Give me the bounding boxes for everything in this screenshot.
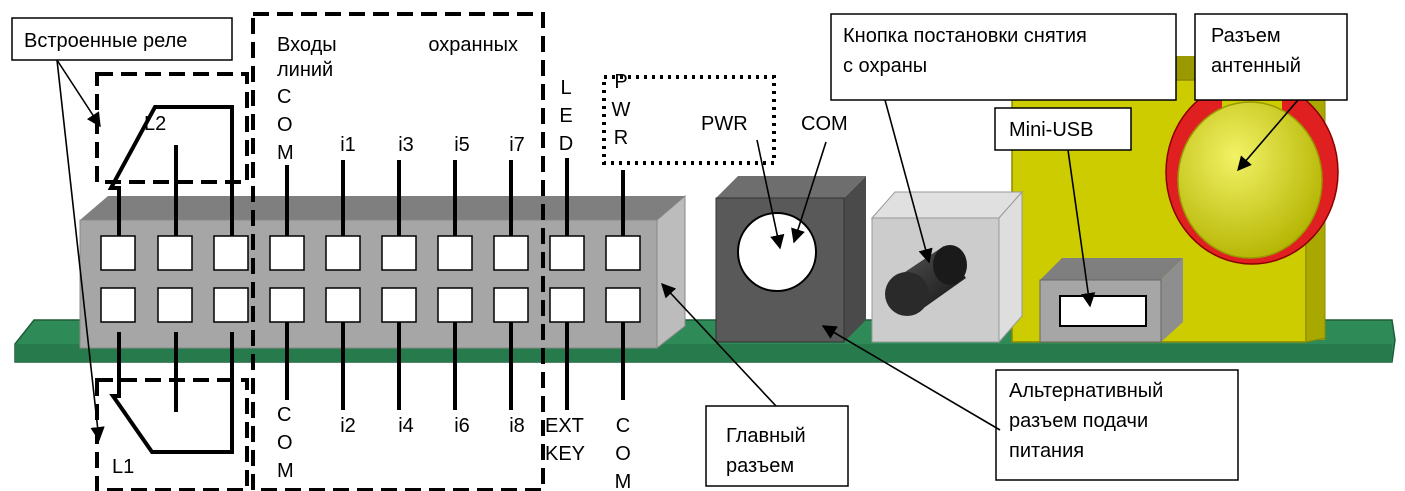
relays-label: Встроенные реле [24, 30, 187, 52]
pin-leads [285, 158, 625, 410]
socket-bottom-9 [549, 287, 585, 323]
relays-arrow-l2 [56, 59, 101, 128]
arm-button-arrow [884, 99, 933, 264]
led-l: L [560, 77, 571, 99]
relays-arrow-l1 [56, 59, 105, 442]
relay-l2-schematic [107, 105, 234, 236]
alt-power-callout [995, 369, 1239, 481]
led-e: E [559, 105, 572, 127]
socket-bottom-6 [381, 287, 417, 323]
arm-button-line-2: с охраны [843, 55, 927, 77]
pin-i6-label: i6 [454, 415, 470, 437]
mini-usb-label: Mini-USB [1009, 119, 1093, 141]
antenna-arrow [1237, 99, 1299, 172]
mini-usb-block [1039, 258, 1183, 343]
alt-power-arrow [821, 325, 1001, 431]
com-jack-arrow [791, 141, 827, 244]
com-bottom-m: M [277, 460, 294, 482]
pin-i7-label: i7 [509, 134, 525, 156]
socket-top-5 [325, 235, 361, 271]
pwr-label: PWR [701, 113, 748, 135]
arm-button-callout [830, 13, 1177, 101]
socket-bottom-7 [437, 287, 473, 323]
arm-button-block [870, 190, 1024, 344]
dc-jack-socket [737, 212, 817, 292]
socket-top-10 [605, 235, 641, 271]
com-top-o: O [277, 114, 293, 136]
socket-row-top [100, 235, 641, 271]
socket-bottom-3 [213, 287, 249, 323]
inputs-group [251, 12, 545, 491]
alt-power-line-2: разъем подачи [1009, 410, 1148, 432]
inputs-title-word-1: Входы [277, 34, 337, 56]
relay-l2-group [95, 72, 249, 184]
ext-key-line-1: EXT [545, 415, 584, 437]
socket-top-1 [100, 235, 136, 271]
socket-top-8 [493, 235, 529, 271]
socket-top-9 [549, 235, 585, 271]
pin-i1-label: i1 [340, 134, 356, 156]
main-connector-line-2: разъем [726, 455, 794, 477]
socket-bottom-1 [100, 287, 136, 323]
pin-i5-label: i5 [454, 134, 470, 156]
pwr-vertical-p: P [614, 71, 627, 93]
relays-callout [11, 17, 233, 61]
mini-usb-callout [994, 107, 1132, 151]
com-bottom-o: O [277, 432, 293, 454]
arm-button [885, 245, 967, 316]
socket-top-7 [437, 235, 473, 271]
socket-top-3 [213, 235, 249, 271]
socket-bottom-10 [605, 287, 641, 323]
socket-bottom-2 [157, 287, 193, 323]
socket-bottom-8 [493, 287, 529, 323]
ext-key-line-2: KEY [545, 443, 585, 465]
main-connector-arrow [661, 282, 777, 407]
relay-l1-schematic [109, 332, 234, 454]
led-d: D [559, 133, 573, 155]
pin-i8-label: i8 [509, 415, 525, 437]
mini-usb-arrow [1067, 149, 1096, 308]
arm-button-line-1: Кнопка постановки снятия [843, 25, 1087, 47]
socket-top-6 [381, 235, 417, 271]
com-right-o: O [615, 443, 631, 465]
inputs-title-word-2: охранных [428, 34, 518, 56]
com-right-c: C [616, 415, 630, 437]
com-top-c: C [277, 86, 291, 108]
socket-bottom-5 [325, 287, 361, 323]
com-jack-label: COM [801, 113, 848, 135]
dc-jack-block [715, 176, 866, 343]
socket-top-2 [157, 235, 193, 271]
pin-i2-label: i2 [340, 415, 356, 437]
pwr-vertical-r: R [614, 127, 628, 149]
relay-l1-label: L1 [112, 456, 134, 478]
alt-power-line-1: Альтернативный [1009, 380, 1163, 402]
com-bottom-c: C [277, 404, 291, 426]
socket-bottom-4 [269, 287, 305, 323]
antenna-callout [1194, 13, 1348, 101]
pin-i4-label: i4 [398, 415, 414, 437]
relay-l2-label: L2 [144, 113, 166, 135]
main-connector [79, 194, 686, 350]
com-top-m: M [277, 142, 294, 164]
pwr-vertical-w: W [612, 99, 631, 121]
com-right-m: M [615, 471, 632, 491]
pwr-jack-arrow [756, 139, 785, 250]
main-connector-callout [705, 405, 849, 487]
inputs-title-line-2: линий [277, 59, 333, 81]
antenna-line-2: антенный [1211, 55, 1301, 77]
socket-top-4 [269, 235, 305, 271]
pin-i3-label: i3 [398, 134, 414, 156]
alt-power-line-3: питания [1009, 440, 1084, 462]
antenna-line-1: Разъем [1211, 25, 1281, 47]
main-connector-line-1: Главный [726, 425, 806, 447]
